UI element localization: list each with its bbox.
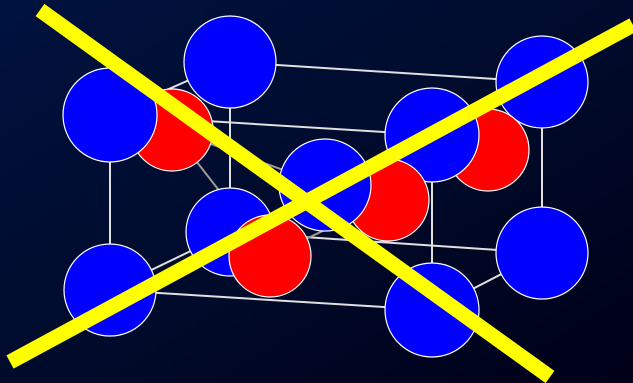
blue-atom xyxy=(183,15,277,109)
cross-stroke xyxy=(6,18,633,369)
edge xyxy=(229,61,543,83)
blue-atom xyxy=(495,206,589,300)
blue-atom xyxy=(384,262,480,358)
edge xyxy=(109,289,433,311)
cross-out-mark xyxy=(6,3,633,383)
cross-stroke xyxy=(35,3,555,383)
